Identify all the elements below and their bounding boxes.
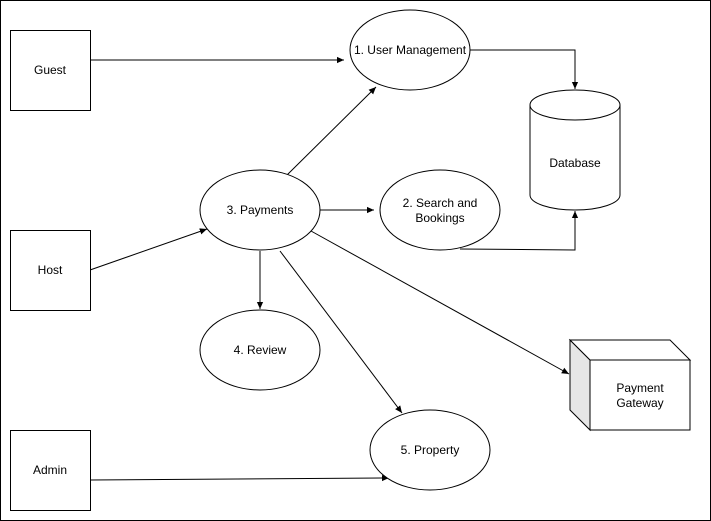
external-payment-gateway[interactable]: Payment Gateway bbox=[568, 338, 692, 432]
process-property[interactable]: 5. Property bbox=[369, 409, 491, 491]
process-review[interactable]: 4. Review bbox=[199, 309, 321, 391]
actor-host-box bbox=[10, 230, 91, 311]
actor-guest-label: Guest bbox=[34, 63, 67, 77]
store-database[interactable]: Database bbox=[529, 89, 621, 211]
actor-admin[interactable]: Admin bbox=[10, 430, 91, 511]
actor-host-label: Host bbox=[38, 263, 63, 277]
payment-gateway-label-line2: Gateway bbox=[616, 396, 663, 410]
process-property-label: 5. Property bbox=[401, 443, 460, 457]
payment-gateway-label-line1: Payment bbox=[616, 381, 664, 395]
edge-user-management-to-database bbox=[470, 49, 579, 89]
store-database-top bbox=[529, 89, 621, 121]
process-search-bookings[interactable]: 2. Search and Bookings bbox=[379, 169, 501, 251]
process-user-management-ellipse bbox=[349, 9, 471, 91]
process-search-bookings-label-line1: 2. Search and bbox=[403, 196, 478, 210]
store-database-body bbox=[529, 105, 621, 211]
edge-search-bookings-to-database bbox=[459, 211, 579, 251]
payment-gateway-front-face bbox=[589, 359, 691, 431]
process-property-ellipse bbox=[369, 409, 491, 491]
process-payments-label: 3. Payments bbox=[227, 203, 294, 217]
actor-host[interactable]: Host bbox=[10, 230, 91, 311]
actor-guest[interactable]: Guest bbox=[10, 30, 91, 111]
process-search-bookings-ellipse bbox=[379, 169, 501, 251]
process-review-label: 4. Review bbox=[234, 343, 287, 357]
actor-admin-box bbox=[10, 430, 91, 511]
process-payments[interactable]: 3. Payments bbox=[199, 169, 321, 251]
edge-payments-to-user-management bbox=[286, 86, 377, 176]
actor-guest-box bbox=[10, 30, 91, 111]
process-review-ellipse bbox=[199, 309, 321, 391]
payment-gateway-top-face bbox=[568, 339, 692, 361]
edge-host-to-payments bbox=[89, 228, 208, 271]
edge-payments-to-payment-gateway bbox=[310, 230, 570, 375]
process-payments-ellipse bbox=[199, 169, 321, 251]
edge-payments-to-property bbox=[279, 250, 403, 414]
process-search-bookings-label-line2: Bookings bbox=[415, 211, 464, 225]
process-user-management[interactable]: 1. User Management bbox=[349, 9, 471, 91]
actor-admin-label: Admin bbox=[33, 463, 67, 477]
store-database-label: Database bbox=[549, 156, 601, 170]
process-user-management-label: 1. User Management bbox=[354, 43, 467, 57]
edge-admin-to-property bbox=[89, 474, 390, 482]
